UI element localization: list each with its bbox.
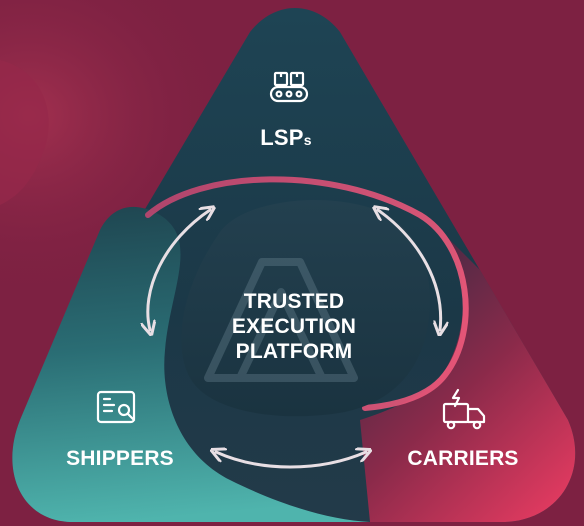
node-lsps-label: LSPs (260, 125, 311, 150)
node-carriers-label: CARRIERS (407, 447, 518, 470)
center-line-2: EXECUTION (232, 315, 356, 338)
node-shippers: SHIPPERS (66, 390, 174, 470)
center-line-3: PLATFORM (236, 340, 353, 363)
center-line-1: TRUSTED (244, 290, 345, 313)
center-title: TRUSTED EXECUTION PLATFORM (232, 290, 356, 363)
search-document-icon (96, 390, 136, 424)
center-platform (181, 199, 430, 417)
right-lobe-carriers (360, 230, 576, 522)
delivery-truck-icon (442, 388, 486, 430)
arrow-shippers-carriers (216, 452, 366, 469)
conveyor-belt-icon (269, 71, 309, 103)
node-lsps: LSPs (260, 71, 311, 150)
platform-logo-mark (204, 258, 358, 382)
arrow-shippers-lsps (148, 210, 210, 330)
arrow-lsps-carriers (378, 210, 441, 330)
node-shippers-label: SHIPPERS (66, 447, 174, 470)
node-carriers: CARRIERS (407, 388, 518, 470)
left-lobe-shippers (12, 206, 370, 522)
background-blob (0, 60, 49, 205)
